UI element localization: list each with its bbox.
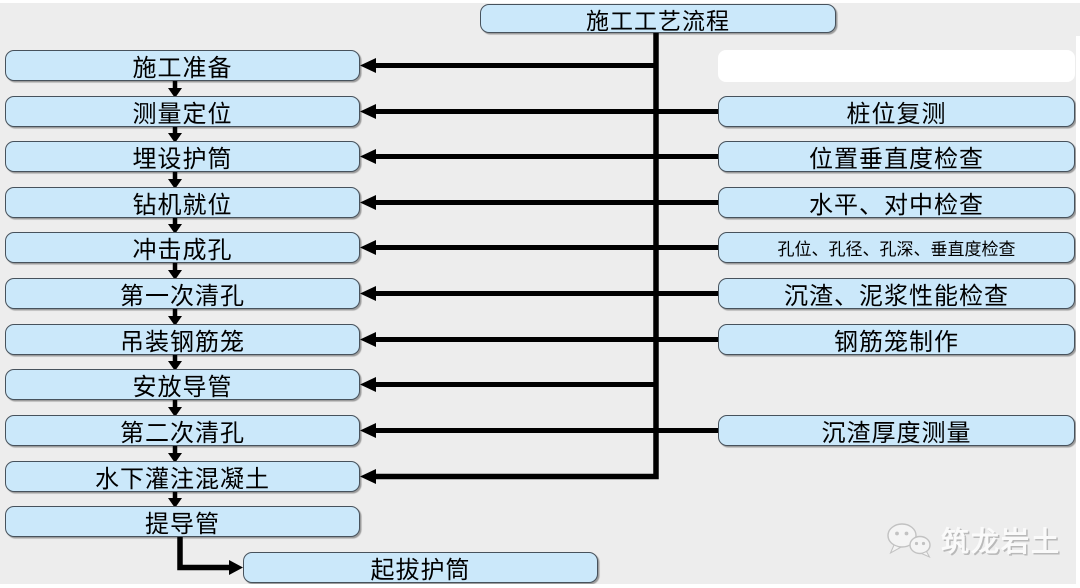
step-label: 第一次清孔 (120, 284, 245, 310)
step-construction-preparation: 施工准备 (5, 50, 360, 82)
step-label: 水下灌注混凝土 (95, 467, 270, 493)
check-sediment-thickness: 沉渣厚度测量 (718, 415, 1075, 447)
check-pile-position-resurvey: 桩位复测 (718, 96, 1075, 128)
step-drill-rig-positioning: 钻机就位 (5, 187, 360, 219)
step-label: 起拔护筒 (370, 558, 471, 584)
blank-box (718, 50, 1075, 82)
step-label: 安放导管 (132, 375, 233, 401)
step-second-hole-cleaning: 第二次清孔 (5, 415, 360, 447)
check-level-centering: 水平、对中检查 (718, 187, 1075, 219)
step-first-hole-cleaning: 第一次清孔 (5, 278, 360, 310)
check-label: 孔位、孔径、孔深、垂直度检查 (777, 240, 1016, 259)
step-casing-extraction: 起拔护筒 (243, 552, 598, 584)
wechat-icon (887, 523, 931, 558)
step-tremie-pipe-lifting: 提导管 (5, 506, 360, 538)
step-survey-positioning: 测量定位 (5, 96, 360, 128)
step-tremie-pipe-placement: 安放导管 (5, 369, 360, 401)
flow-title-label: 施工工艺流程 (586, 8, 730, 34)
right-edge-strip (1076, 36, 1080, 588)
check-label: 沉渣、泥浆性能检查 (784, 284, 1009, 310)
watermark: 筑龙岩土 (886, 520, 1061, 560)
step-label: 第二次清孔 (120, 421, 245, 447)
step-casing-installation: 埋设护筒 (5, 141, 360, 173)
check-sediment-slurry-performance: 沉渣、泥浆性能检查 (718, 278, 1075, 310)
watermark-label: 筑龙岩土 (941, 526, 1062, 557)
step-label: 施工准备 (132, 56, 233, 82)
step-label: 提导管 (145, 512, 220, 538)
top-edge-strip (0, 0, 1080, 3)
check-rebar-cage-fabrication: 钢筋笼制作 (718, 324, 1075, 356)
step-label: 冲击成孔 (132, 238, 233, 264)
check-label: 位置垂直度检查 (809, 147, 984, 173)
flow-title-box: 施工工艺流程 (480, 4, 836, 34)
step-underwater-concrete-pouring: 水下灌注混凝土 (5, 461, 360, 493)
step-label: 埋设护筒 (132, 147, 233, 173)
check-label: 沉渣厚度测量 (821, 421, 972, 447)
check-label: 水平、对中检查 (809, 193, 984, 219)
step-label: 测量定位 (132, 102, 233, 128)
check-hole-dimensions-verticality: 孔位、孔径、孔深、垂直度检查 (718, 232, 1075, 263)
check-position-verticality: 位置垂直度检查 (718, 141, 1075, 173)
bottom-edge-strip (0, 584, 1080, 588)
step-percussion-drilling: 冲击成孔 (5, 232, 360, 264)
step-rebar-cage-hoisting: 吊装钢筋笼 (5, 324, 360, 356)
check-label: 钢筋笼制作 (834, 330, 959, 356)
check-label: 桩位复测 (846, 102, 947, 128)
step-label: 钻机就位 (132, 193, 233, 219)
step-label: 吊装钢筋笼 (120, 330, 245, 356)
